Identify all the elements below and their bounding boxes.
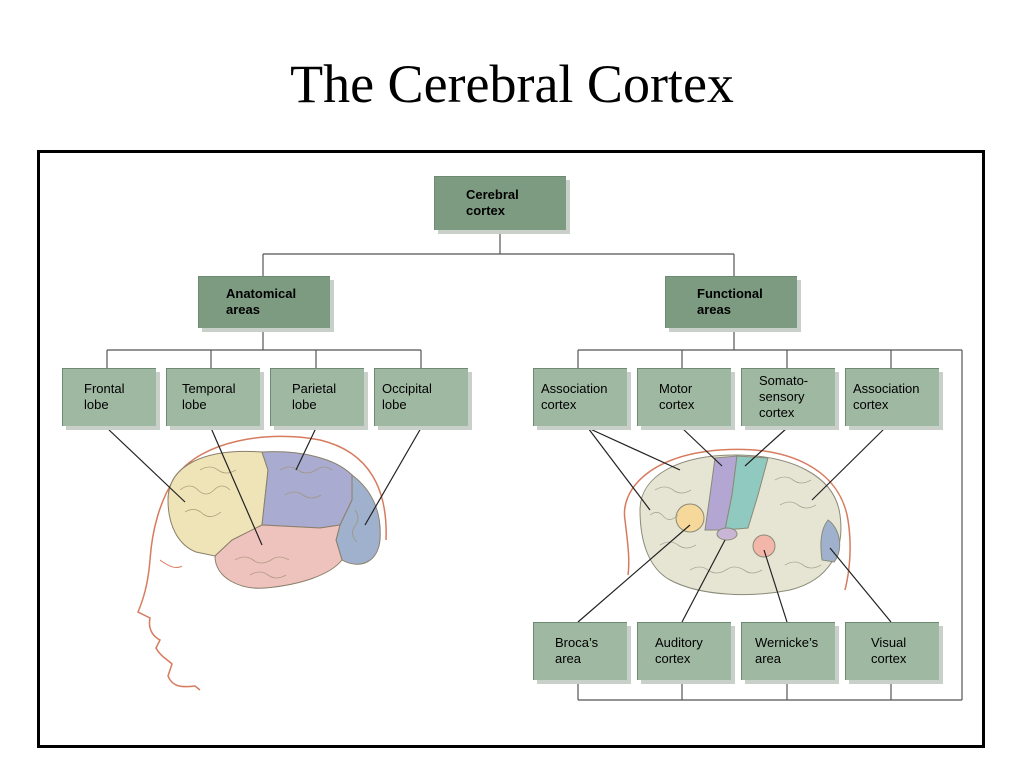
- broca-area-box: Broca’s area: [533, 622, 627, 680]
- wernicke-area-region: [752, 534, 776, 558]
- wernicke-area-label: Wernicke’s area: [755, 635, 819, 666]
- auditory-cortex-label: Auditory cortex: [655, 635, 703, 666]
- association-cortex-label-left: Association cortex: [541, 381, 608, 412]
- right-brain: [639, 454, 842, 596]
- parietal-lobe-box: Parietal lobe: [270, 368, 364, 426]
- occipital-lobe-label: Occipital lobe: [382, 381, 432, 412]
- page-title: The Cerebral Cortex: [290, 54, 734, 114]
- temporal-lobe-label: Temporal lobe: [182, 381, 236, 412]
- somatosensory-cortex-box: Somato- sensory cortex: [741, 368, 835, 426]
- association-cortex-box-left: Association cortex: [533, 368, 627, 426]
- somatosensory-cortex-label: Somato- sensory cortex: [759, 373, 809, 420]
- temporal-lobe-region: [214, 524, 343, 589]
- cerebral-cortex-box: Cerebral cortex: [434, 176, 566, 230]
- pointer-lines: [106, 427, 892, 623]
- anatomical-areas-box: Anatomical areas: [198, 276, 330, 328]
- motor-cortex-label: Motor cortex: [659, 381, 695, 412]
- functional-areas-label: Functional areas: [697, 286, 763, 317]
- association-cortex-box-right: Association cortex: [845, 368, 939, 426]
- cerebral-cortex-label: Cerebral cortex: [466, 187, 519, 218]
- temporal-lobe-box: Temporal lobe: [166, 368, 260, 426]
- visual-cortex-box: Visual cortex: [845, 622, 939, 680]
- parietal-lobe-region: [261, 451, 353, 529]
- parietal-lobe-label: Parietal lobe: [292, 381, 337, 412]
- frontal-lobe-box: Frontal lobe: [62, 368, 156, 426]
- association-cortex-label-right: Association cortex: [853, 381, 920, 412]
- auditory-cortex-region: [716, 527, 738, 541]
- somatosensory-cortex-region: [724, 455, 769, 531]
- broca-area-label: Broca’s area: [555, 635, 599, 666]
- motor-cortex-box: Motor cortex: [637, 368, 731, 426]
- anatomical-areas-label: Anatomical areas: [226, 286, 297, 317]
- occipital-lobe-box: Occipital lobe: [374, 368, 468, 426]
- tree-connectors: [106, 232, 963, 701]
- broca-area-region: [675, 503, 705, 533]
- wernicke-area-box: Wernicke’s area: [741, 622, 835, 680]
- auditory-cortex-box: Auditory cortex: [637, 622, 731, 680]
- functional-areas-box: Functional areas: [665, 276, 797, 328]
- visual-cortex-label: Visual cortex: [871, 635, 907, 666]
- frontal-lobe-label: Frontal lobe: [84, 381, 125, 412]
- left-brain: [167, 450, 381, 589]
- visual-cortex-region: [820, 519, 841, 563]
